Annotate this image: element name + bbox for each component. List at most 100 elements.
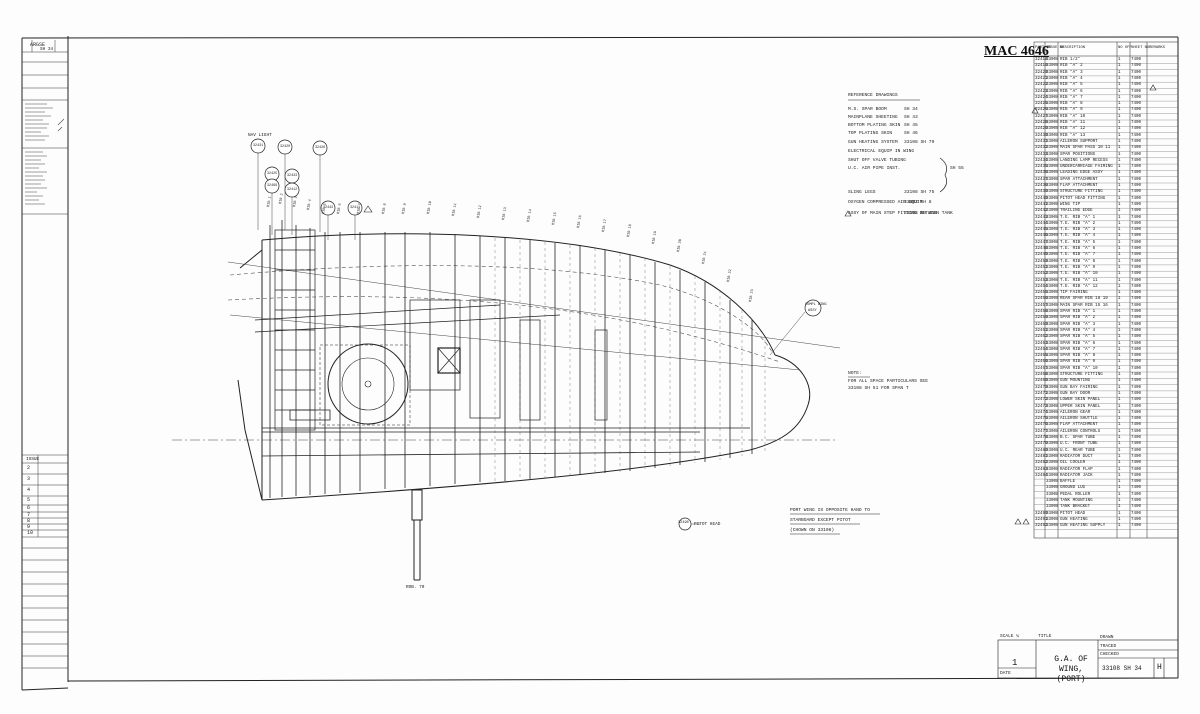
schedule-cell: 33008 <box>1046 259 1059 264</box>
drawing-title-line-1: G.A. OF WING, <box>1054 655 1088 674</box>
reference-item-sheet: SH 55 <box>950 166 964 171</box>
schedule-cell: RIB "A" 12 <box>1060 127 1086 132</box>
schedule-cell: 33008 <box>1046 448 1059 453</box>
schedule-cell: RIB 1/2" <box>1060 58 1081 62</box>
schedule-cell: 7400 <box>1131 480 1142 485</box>
issue-row-number: 7 <box>27 512 31 518</box>
schedule-cell: AILERON SUPPORT <box>1060 139 1098 144</box>
schedule-cell: 1 <box>1118 379 1121 384</box>
schedule-cell: 32477 <box>1035 429 1048 434</box>
schedule-cell: T.E. RIB "A" 12 <box>1060 284 1098 289</box>
schedule-cell: 32442 <box>1035 209 1048 214</box>
schedule-cell: 1 <box>1118 114 1121 119</box>
schedule-cell: 1 <box>1118 265 1121 270</box>
schedule-cell: 7400 <box>1131 473 1142 478</box>
schedule-cell: FLAP ATTACHMENT <box>1060 423 1098 428</box>
schedule-cell: 7400 <box>1131 202 1142 207</box>
schedule-cell: 7400 <box>1131 152 1142 157</box>
schedule-cell: 33008 <box>1046 310 1059 314</box>
schedule-cell: 7400 <box>1131 499 1142 503</box>
lower-surface <box>261 409 750 457</box>
schedule-cell: 1 <box>1118 259 1121 264</box>
schedule-cell: 7400 <box>1131 366 1142 371</box>
reference-item-sheet: 33108 SH 79 <box>904 140 935 145</box>
left-strip-scribbles <box>25 103 65 205</box>
schedule-cell: 1 <box>1118 64 1121 69</box>
schedule-cell: 32456 <box>1035 297 1048 302</box>
note-line-1: FOR ALL SPACE PARTICULARS SEE <box>848 379 928 384</box>
schedule-cell: 32419 <box>1035 64 1048 69</box>
schedule-cell: 7400 <box>1131 347 1142 352</box>
reference-item: SLING LEGS <box>848 190 876 195</box>
schedule-cell: 1 <box>1118 499 1121 503</box>
schedule-cell: 32455 <box>1035 291 1048 296</box>
schedule-cell: 33008 <box>1046 228 1059 233</box>
schedule-cell: 1 <box>1118 517 1121 522</box>
issue-row-number: 5 <box>27 497 31 503</box>
schedule-cell: 32464 <box>1035 347 1048 352</box>
schedule-cell: 32444 <box>1035 221 1048 226</box>
balloon-label: 32412 <box>287 187 298 192</box>
balloon-label: 32431 <box>253 143 264 148</box>
schedule-cell: 1 <box>1118 385 1121 390</box>
scale-value: 1 <box>1012 658 1018 668</box>
schedule-cell: 1 <box>1118 297 1121 302</box>
schedule-cell: GROUND LUG <box>1060 486 1086 491</box>
schedule-cell: STRUCTURE FITTING <box>1060 373 1103 377</box>
schedule-cell: 33008 <box>1046 297 1059 302</box>
schedule-cell: 32448 <box>1035 247 1048 251</box>
issue-row-number: 4 <box>27 487 31 493</box>
schedule-cell: 7400 <box>1131 297 1142 302</box>
schedule-cell: 7400 <box>1131 114 1142 119</box>
schedule-cell: 7400 <box>1131 58 1142 62</box>
schedule-cell: PEDAL ROLLER <box>1060 492 1091 497</box>
schedule-cell: SPAR RIB "A" 8 <box>1060 354 1096 359</box>
traced-label: TRACED <box>1100 644 1117 649</box>
schedule-cell: 7400 <box>1131 253 1142 258</box>
schedule-cell: 1 <box>1118 511 1121 516</box>
schedule-cell: U.C. FRONT TUBE <box>1060 442 1098 447</box>
schedule-cell: 7400 <box>1131 373 1142 377</box>
reference-item-sheet: 33402 SH 8 <box>904 200 932 205</box>
schedule-cell: 7400 <box>1131 146 1142 151</box>
schedule-cell: SPAR RIB "A" 5 <box>1060 335 1096 340</box>
schedule-cell: 33008 <box>1046 95 1059 100</box>
checked-label: CHECKED <box>1100 652 1119 657</box>
schedule-cell: SPAR RIB "A" 1 <box>1060 310 1096 314</box>
left-strip-top-label-2: SH 34 <box>40 47 54 52</box>
schedule-cell: 7400 <box>1131 284 1142 289</box>
wheel <box>319 343 411 426</box>
schedule-cell: 32438 <box>1035 184 1048 188</box>
schedule-cell: 7400 <box>1131 404 1142 409</box>
schedule-cell: 33008 <box>1046 511 1059 516</box>
schedule-cell: AILERON SHUTTLE <box>1060 417 1098 422</box>
balloon-label: 32411 <box>350 205 361 210</box>
schedule-cell: 1 <box>1118 253 1121 258</box>
schedule-cell: 1 <box>1118 146 1121 151</box>
schedule-cell: 7400 <box>1131 442 1142 447</box>
schedule-cell: 33008 <box>1046 83 1059 88</box>
schedule-cell: 7400 <box>1131 429 1142 434</box>
schedule-cell: 32460 <box>1035 322 1048 327</box>
schedule-cell: 33008 <box>1046 190 1059 195</box>
schedule-cell: 7400 <box>1131 505 1142 510</box>
schedule-cell: 32446 <box>1035 234 1048 239</box>
schedule-cell: 7400 <box>1131 322 1142 327</box>
schedule-cell: SPAR RIB "A" 6 <box>1060 341 1096 346</box>
balloon-label: 32469 <box>267 183 278 188</box>
reference-item-sheet: SH 34 <box>904 107 918 112</box>
